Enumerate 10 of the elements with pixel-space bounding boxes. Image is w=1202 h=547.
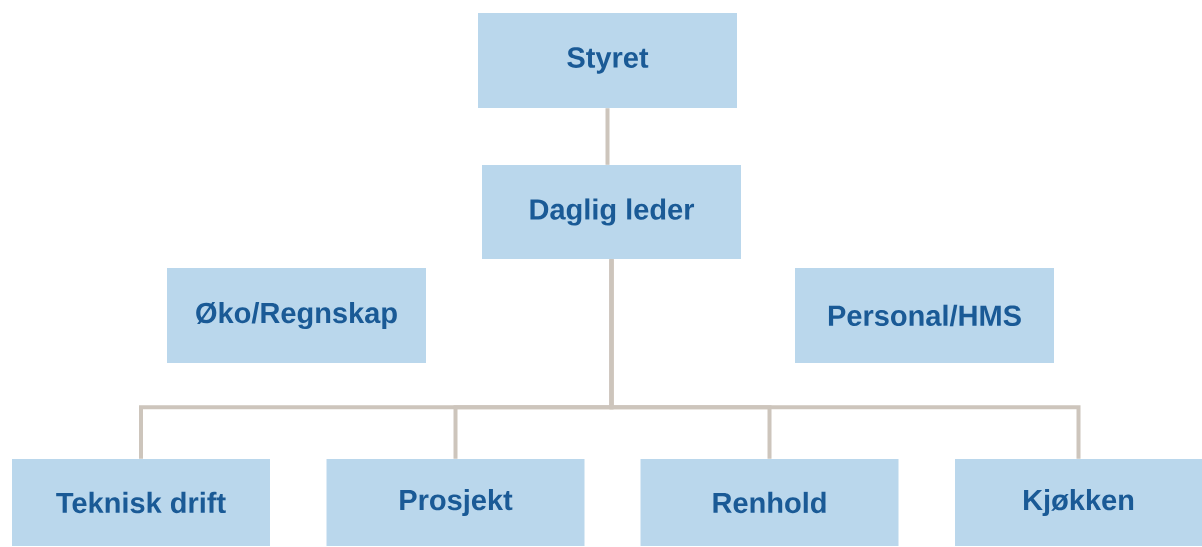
org-box: Kjøkken: [955, 459, 1202, 546]
org-box: Øko/Regnskap: [167, 268, 426, 363]
connector-line: [605, 108, 610, 165]
org-box: Personal/HMS: [795, 268, 1054, 363]
org-box: Teknisk drift: [12, 459, 270, 546]
org-box: Renhold: [640, 459, 899, 546]
org-box: Prosjekt: [326, 459, 585, 546]
org-box: Styret: [478, 13, 737, 108]
connector-line: [609, 259, 1081, 459]
org-box: Daglig leder: [482, 165, 741, 259]
